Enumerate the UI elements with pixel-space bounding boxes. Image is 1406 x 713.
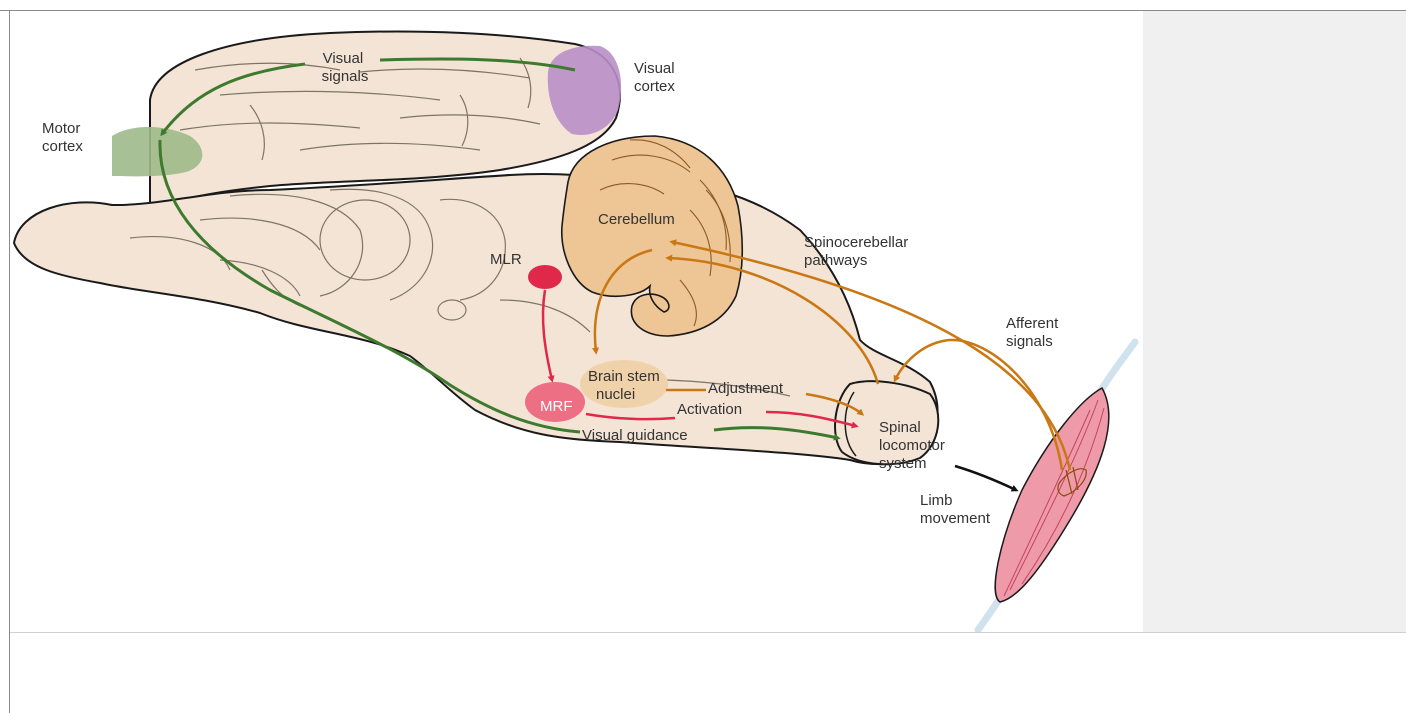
frame-bottom-divider xyxy=(10,632,1406,633)
limb-muscle xyxy=(995,388,1109,602)
afferent-signals-label: Afferent signals xyxy=(1006,315,1062,350)
spinocerebellar-pathways-label: Spinocerebellar pathways xyxy=(804,234,912,269)
limb-movement-label: Limb movement xyxy=(920,492,991,527)
activation-label: Activation xyxy=(677,401,742,418)
visual-signals-label: Visual signals xyxy=(322,50,369,85)
brain-lower-mass xyxy=(14,174,937,464)
mlr-region xyxy=(528,265,562,289)
tendon-upper xyxy=(1100,342,1135,392)
limb-movement-arrow xyxy=(955,466,1016,490)
right-empty-panel xyxy=(1143,11,1406,632)
adjustment-label: Adjustment xyxy=(708,380,784,397)
visual-cortex-label: Visual cortex xyxy=(634,60,679,95)
mlr-label: MLR xyxy=(490,251,522,268)
visual-guidance-label: Visual guidance xyxy=(582,427,688,444)
mrf-label: MRF xyxy=(540,398,573,415)
diagram-svg: Visual signals Visual cortex Motor corte… xyxy=(10,11,1143,632)
locomotion-control-diagram: Visual signals Visual cortex Motor corte… xyxy=(10,11,1143,632)
cerebellum-label: Cerebellum xyxy=(598,211,675,228)
motor-cortex-label: Motor cortex xyxy=(42,120,85,155)
